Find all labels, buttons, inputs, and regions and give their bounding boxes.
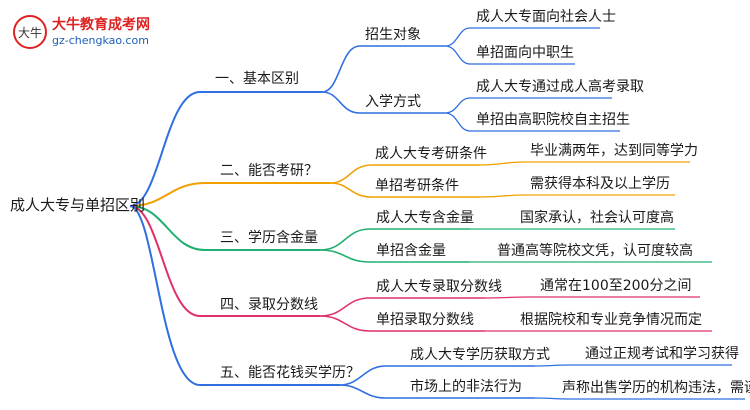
edge-b2-l2 bbox=[329, 182, 480, 198]
edge-b1-leaf2 bbox=[444, 45, 575, 65]
pair-left-adult-value: 成人大专含金量 bbox=[376, 210, 474, 226]
edge-b2-r2 bbox=[479, 194, 675, 198]
site-logo[interactable]: 大牛 大牛教育成考网 gz-chengkao.com bbox=[12, 12, 162, 54]
edge-b3-l2 bbox=[319, 249, 470, 263]
edge-b1-sub1 bbox=[321, 45, 445, 93]
pair-right-adult-score: 通常在100至200分之间 bbox=[540, 278, 692, 294]
edge-root-b3 bbox=[129, 205, 320, 251]
root-node: 成人大专与单招区别 bbox=[10, 196, 146, 214]
pair-left-single-exam: 单招考研条件 bbox=[375, 178, 459, 194]
edge-b5-r2 bbox=[534, 397, 745, 400]
sub-enrollment-target: 招生对象 bbox=[365, 27, 421, 43]
edge-b3-l1 bbox=[319, 228, 470, 251]
logo-name: 大牛教育成考网 bbox=[52, 17, 150, 33]
pair-right-adult-obtain: 通过正规考试和学习获得 bbox=[585, 346, 739, 362]
pair-left-adult-score: 成人大专录取分数线 bbox=[376, 279, 502, 295]
edge-root-b4 bbox=[129, 205, 320, 317]
edge-b5-r1 bbox=[534, 364, 732, 367]
pair-left-single-score: 单招录取分数线 bbox=[376, 312, 474, 328]
leaf-adult-method: 成人大专通过成人高考录取 bbox=[476, 79, 644, 95]
leaf-single-target: 单招面向中职生 bbox=[476, 45, 574, 61]
edge-b1-leaf1 bbox=[444, 27, 600, 47]
edge-b2-l1 bbox=[329, 164, 480, 184]
branch-grad-exam: 二、能否考研？ bbox=[220, 163, 318, 179]
pair-right-single-score: 根据院校和专业竞争情况而定 bbox=[520, 312, 702, 328]
edge-b1-leaf4 bbox=[444, 112, 620, 132]
logo-mark-text: 大牛 bbox=[18, 25, 42, 40]
edge-b5-l2 bbox=[339, 384, 535, 399]
pair-left-adult-obtain: 成人大专学历获取方式 bbox=[410, 347, 550, 363]
pair-right-single-exam: 需获得本科及以上学历 bbox=[530, 176, 670, 192]
edge-root-b2 bbox=[129, 182, 330, 207]
branch-basic-diff: 一、基本区别 bbox=[215, 71, 299, 87]
edge-b4-l2 bbox=[319, 315, 485, 332]
branch-admission-score: 四、录取分数线 bbox=[220, 297, 318, 313]
pair-right-adult-value: 国家承认，社会认可度高 bbox=[520, 210, 674, 226]
pair-right-single-value: 普通高等院校文凭，认可度较高 bbox=[497, 243, 693, 259]
edge-b5-l1 bbox=[339, 365, 535, 386]
leaf-single-method: 单招由高职院校自主招生 bbox=[476, 112, 630, 128]
logo-mark-icon: 大牛 bbox=[13, 15, 47, 49]
edge-b2-r1 bbox=[479, 161, 690, 166]
pair-left-illegal: 市场上的非法行为 bbox=[410, 379, 522, 395]
pair-left-single-value: 单招含金量 bbox=[376, 243, 446, 259]
edge-b4-l1 bbox=[319, 297, 485, 317]
edge-root-b1 bbox=[129, 91, 322, 207]
edge-root-b5 bbox=[129, 205, 340, 386]
edge-b1-sub2 bbox=[321, 91, 445, 114]
sub-admission-method: 入学方式 bbox=[365, 94, 421, 110]
branch-buy-degree: 五、能否花钱买学历？ bbox=[220, 365, 360, 381]
logo-site: gz-chengkao.com bbox=[52, 34, 149, 47]
pair-right-adult-exam: 毕业满两年，达到同等学力 bbox=[530, 143, 698, 159]
branch-degree-value: 三、学历含金量 bbox=[220, 230, 318, 246]
edge-b4-r1 bbox=[484, 296, 700, 299]
pair-right-illegal: 声称出售学历的机构违法，需谨慎 bbox=[562, 380, 750, 396]
pair-left-adult-exam: 成人大专考研条件 bbox=[375, 146, 487, 162]
leaf-adult-target: 成人大专面向社会人士 bbox=[476, 9, 616, 25]
edge-b1-leaf3 bbox=[444, 97, 612, 114]
